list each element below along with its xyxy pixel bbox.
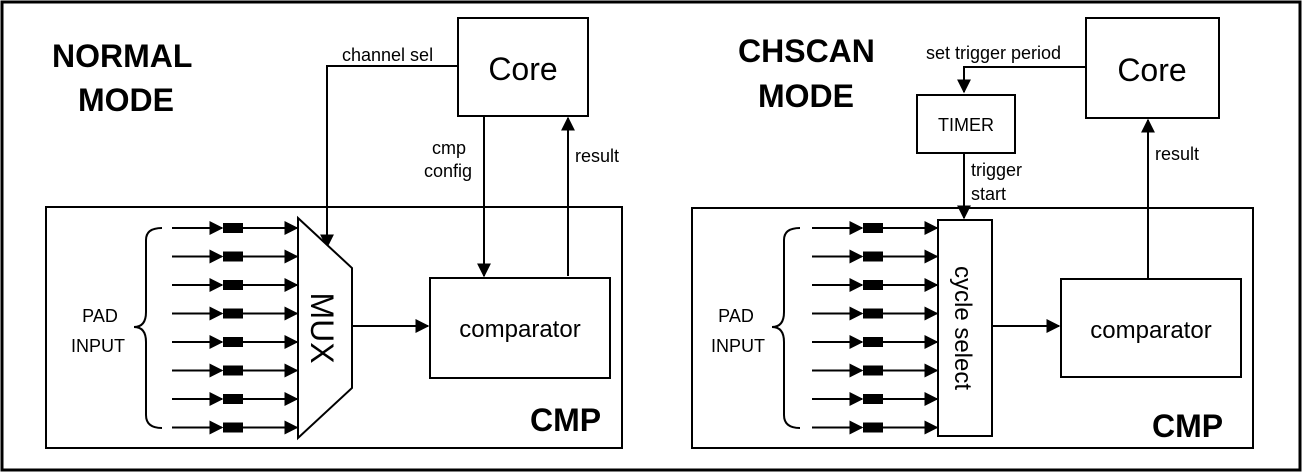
chscan-cmp-label: CMP [1152, 408, 1223, 444]
chscan-input-block-3 [863, 280, 883, 290]
normal-title-line2: MODE [78, 82, 174, 118]
chscan-pad-label2: INPUT [711, 336, 765, 356]
chscan-timer-box [916, 94, 1016, 154]
normal-input-block-1 [223, 223, 243, 233]
chscan-input-lines [812, 221, 939, 435]
chscan-input-block-1 [863, 223, 883, 233]
chscan-set-trigger-line [957, 66, 1086, 94]
normal-input-block-2 [223, 251, 243, 262]
chscan-cycle-select-box [937, 219, 993, 437]
chscan-trigger-label2: start [971, 184, 1006, 204]
chscan-core-box [1085, 17, 1220, 119]
chscan-input-block-6 [863, 365, 883, 376]
normal-cmp-label: CMP [530, 402, 601, 438]
normal-pad-label1: PAD [82, 306, 118, 326]
chscan-pad-brace [771, 227, 801, 429]
chscan-input-block-5 [863, 337, 883, 347]
normal-title-line1: NORMAL [52, 38, 192, 74]
chscan-input-block-2 [863, 251, 883, 262]
chscan-trigger-label1: trigger [971, 160, 1022, 180]
normal-input-block-6 [223, 365, 243, 376]
normal-core-box [457, 17, 589, 117]
chscan-input-block-7 [863, 394, 883, 404]
chscan-comparator-box [1060, 278, 1242, 378]
chscan-input-block-4 [863, 308, 883, 319]
normal-input-block-3 [223, 280, 243, 290]
chscan-comparator-label: comparator [1090, 317, 1211, 344]
chscan-pad-label1: PAD [718, 306, 754, 326]
chscan-input-block-8 [863, 422, 883, 433]
normal-result-label: result [575, 146, 619, 166]
chscan-result-label: result [1155, 144, 1199, 164]
normal-channel-sel-line [320, 65, 458, 249]
chscan-cycle-select-label: cycle select [949, 266, 976, 390]
normal-cmp-config-label2: config [424, 161, 472, 181]
normal-input-block-7 [223, 394, 243, 404]
normal-comparator-box [429, 277, 611, 379]
normal-channel-sel-label: channel sel [342, 45, 433, 65]
normal-input-lines [172, 221, 299, 435]
normal-pad-brace [133, 227, 163, 429]
normal-core-label: Core [488, 51, 557, 87]
chscan-title-line2: MODE [758, 78, 854, 114]
normal-comparator-label: comparator [459, 316, 580, 343]
chscan-core-label: Core [1117, 52, 1186, 88]
chscan-timer-label: TIMER [938, 115, 994, 135]
normal-input-block-4 [223, 308, 243, 319]
normal-cmp-config-label1: cmp [432, 138, 466, 158]
chscan-set-trigger-label: set trigger period [926, 43, 1061, 63]
normal-mode-panel: NORMAL MODE CMP Core channel sel cmp con… [45, 17, 623, 449]
normal-mux [297, 215, 353, 441]
chscan-title-line1: CHSCAN [738, 33, 875, 69]
normal-input-block-8 [223, 422, 243, 433]
normal-pad-label2: INPUT [71, 336, 125, 356]
normal-input-block-5 [223, 337, 243, 347]
normal-mux-label: MUX [304, 292, 340, 363]
chscan-mode-panel: CHSCAN MODE CMP Core set trigger period … [691, 17, 1254, 449]
